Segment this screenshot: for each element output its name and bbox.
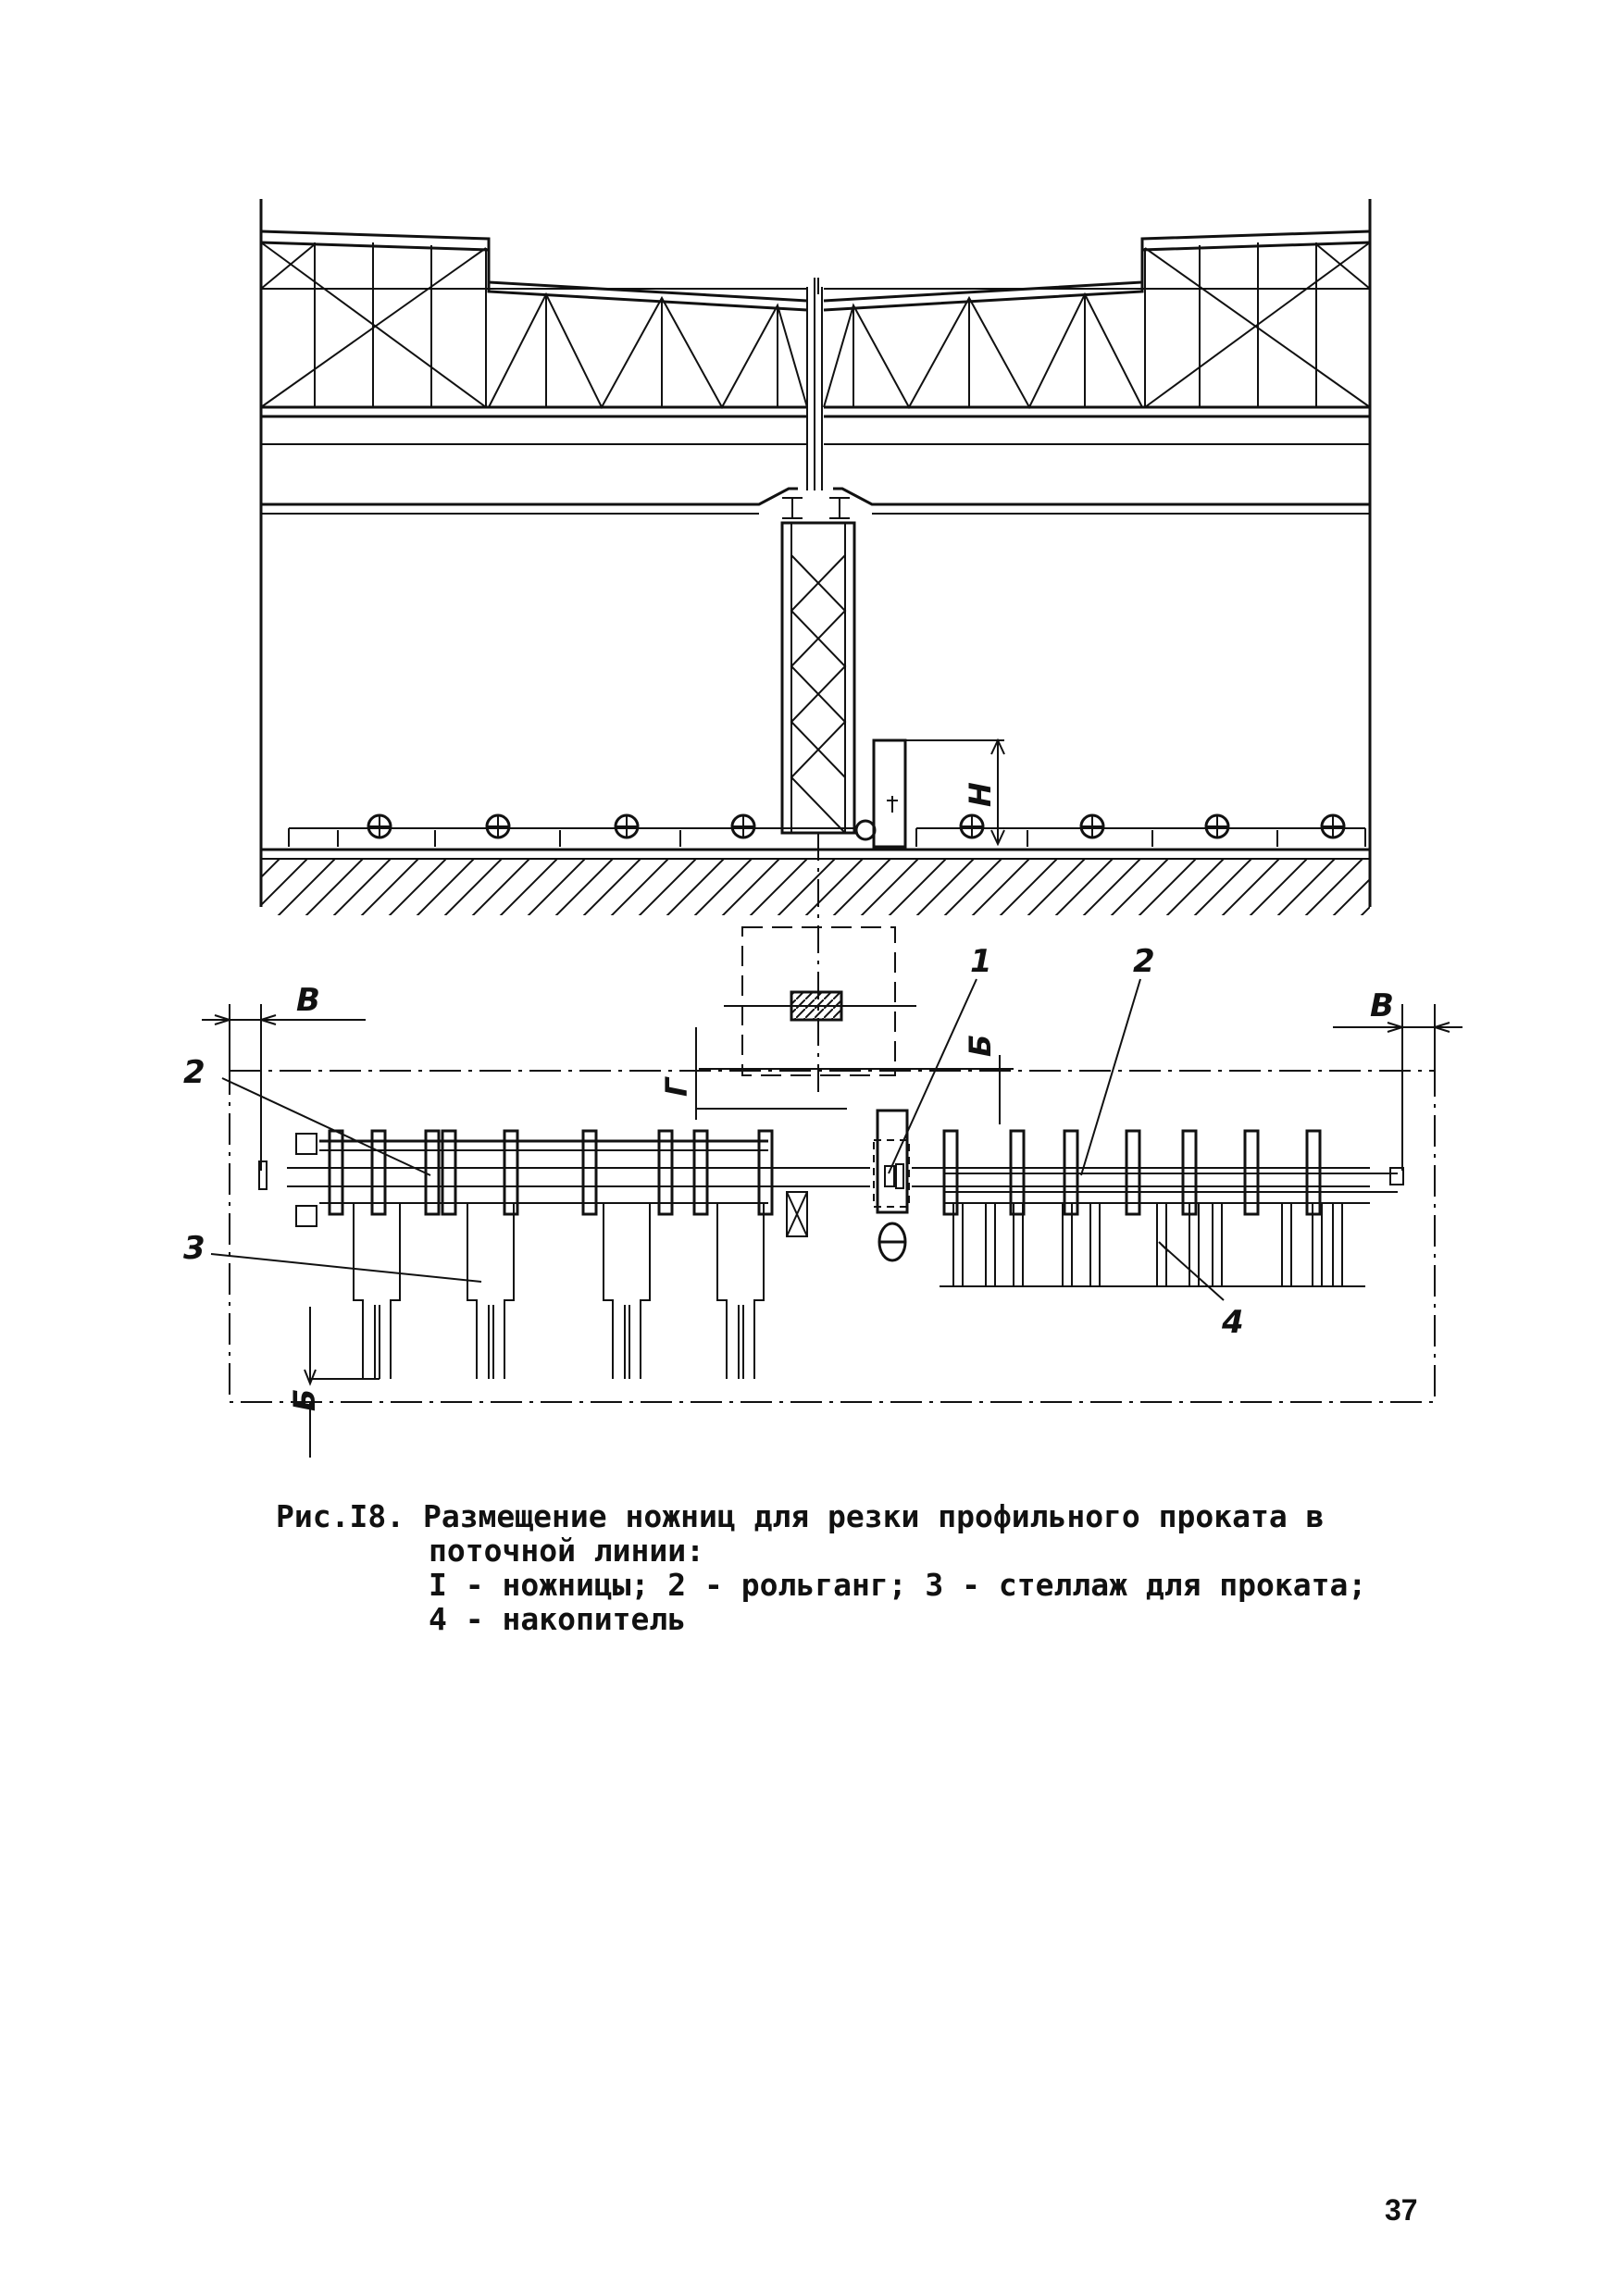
clearance-boundary <box>229 1070 1436 1403</box>
plan-view <box>202 926 1462 1458</box>
shears-plan <box>873 1109 910 1262</box>
page-number: 37 <box>1385 2193 1418 2227</box>
caption-line-2: поточной линии: <box>429 1533 705 1569</box>
elevation-view <box>259 199 1372 1092</box>
callout-4: 4 <box>1221 1304 1244 1341</box>
column-section <box>790 990 843 1022</box>
callout-1: 1 <box>970 943 992 980</box>
dim-label-b-left: В <box>296 982 320 1019</box>
dim-label-g: Г <box>659 1076 694 1097</box>
dim-b-bottom <box>304 1307 380 1458</box>
callout-2-right: 2 <box>1133 943 1155 980</box>
right-roller-table <box>912 1129 1404 1216</box>
column-foundation <box>741 926 896 1076</box>
callout-2-left: 2 <box>183 1054 205 1091</box>
figure-number: Рис.I8. <box>276 1498 405 1534</box>
right-roof-truss <box>823 230 1371 445</box>
left-roof-truss <box>260 230 808 445</box>
caption-line-1: Размещение ножниц для резки профильного … <box>422 1498 1325 1534</box>
figure-caption: Рис.I8. Размещение ножниц для резки проф… <box>276 1499 1479 1636</box>
dim-label-b-bottom: Б <box>287 1389 322 1411</box>
dim-label-h: Н <box>963 782 998 807</box>
caption-line-3: I - ножницы; 2 - рольганг; 3 - стеллаж д… <box>429 1567 1367 1603</box>
ground <box>261 848 1370 915</box>
dim-label-b-top: Б <box>963 1035 998 1057</box>
rollers <box>367 813 1346 839</box>
crane-runway-beams <box>261 487 1370 519</box>
left-roller-table <box>258 1129 870 1237</box>
dim-label-b-right: В <box>1370 987 1394 1024</box>
roller-table-elevation <box>288 813 1366 847</box>
shears-elevation <box>854 738 1005 849</box>
callout-leaders <box>210 978 1225 1301</box>
caption-line-4: 4 - накопитель <box>429 1601 687 1637</box>
callout-3: 3 <box>183 1230 205 1267</box>
central-column <box>780 278 856 835</box>
drawing-labels: 1 2 2 3 4 В В Г Б Б Н <box>183 782 1394 1411</box>
rack <box>352 1202 768 1379</box>
accumulator <box>940 1202 1370 1287</box>
